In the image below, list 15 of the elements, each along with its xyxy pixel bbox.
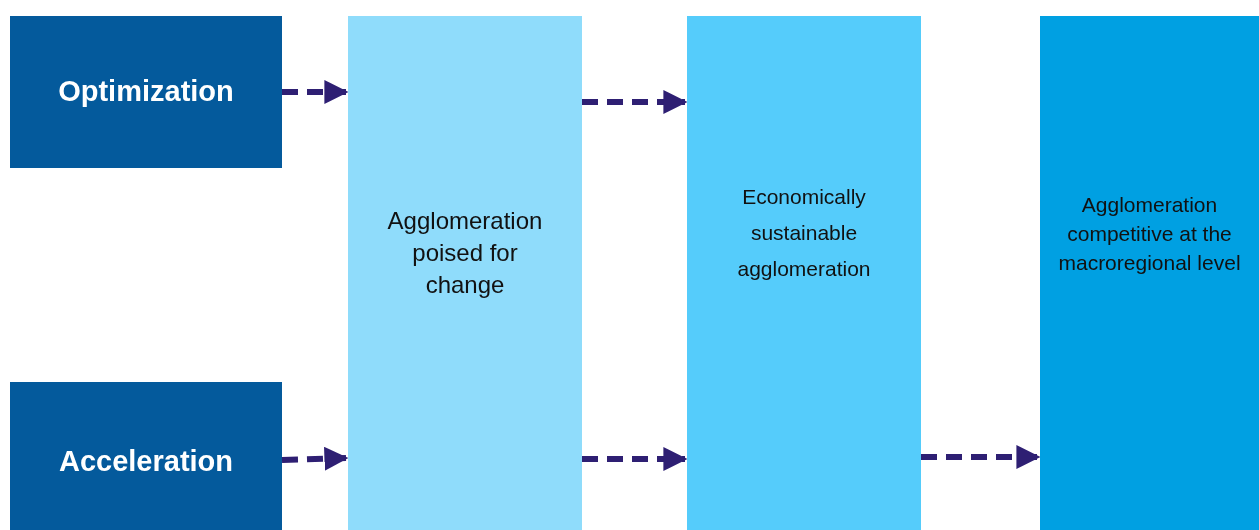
process-box — [10, 16, 282, 168]
process-box — [348, 16, 582, 530]
process-box — [687, 16, 921, 530]
arrow — [281, 446, 349, 471]
box-label: Agglomeration competitive at the macroregional level — [1057, 191, 1242, 276]
box-label: Agglomeration poised for change — [386, 206, 544, 300]
process-box — [1040, 16, 1259, 530]
arrow — [282, 80, 349, 104]
arrow — [582, 447, 688, 471]
process-box — [10, 382, 282, 530]
arrow — [921, 445, 1041, 469]
arrow — [582, 90, 688, 114]
box-label: Economically sustainable agglomeration — [736, 184, 872, 282]
box-label: Optimization — [58, 74, 234, 110]
box-label: Acceleration — [58, 444, 234, 480]
